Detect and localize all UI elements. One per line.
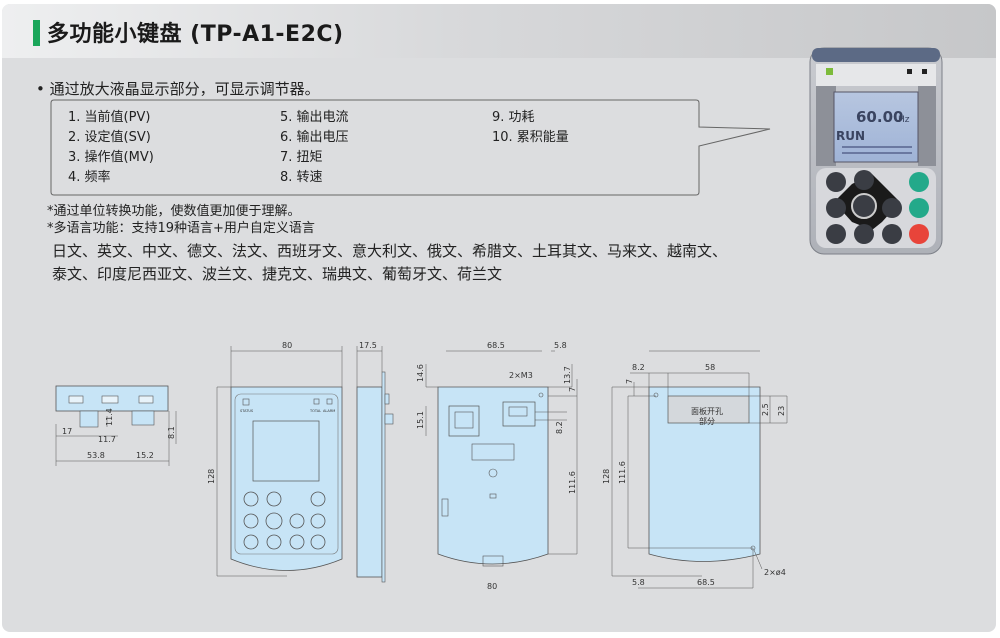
display-items-col2: 5. 输出电流 6. 输出电压 7. 扭矩 8. 转速 [280, 108, 349, 188]
dim-label: 7 [625, 379, 634, 384]
display-item: 3. 操作值(MV) [68, 150, 154, 165]
cutout-label: 部分 [699, 416, 715, 426]
dim-label: 111.6 [568, 471, 577, 494]
display-item: 10. 累积能量 [492, 130, 569, 145]
note-unit-conversion: *通过单位转换功能，使数值更加便于理解。 [47, 204, 301, 219]
key-fwd[interactable] [310, 491, 326, 507]
key-set[interactable] [265, 512, 283, 530]
title-accent-bar [33, 20, 40, 46]
display-item: 8. 转速 [280, 170, 323, 185]
display-item: 5. 输出电流 [280, 110, 349, 125]
cutout-label: 面板开孔 [691, 406, 723, 416]
callout-box [50, 99, 771, 196]
total-label: TOTAL [309, 409, 321, 413]
key-up[interactable] [266, 491, 282, 507]
dim-label: 14.6 [416, 364, 425, 382]
lcd-value: 60.00 [856, 108, 903, 126]
dim-label: 15.1 [416, 411, 425, 429]
key-fwd[interactable] [909, 172, 929, 192]
spec-panel: 多功能小键盘 (TP-A1-E2C) • 通过放大液晶显示部分，可显示调节器。 … [2, 4, 996, 632]
dim-label: 128 [602, 469, 611, 484]
dim-label: 11.7 [98, 435, 116, 444]
display-item: 2. 设定值(SV) [68, 130, 151, 145]
dim-label: 8.1 [167, 426, 176, 439]
dim-label: 5.8 [554, 341, 567, 350]
dimension-drawings: 17 11.7 11.4 8.1 53.8 15.2 STATUS TOTAL … [55, 341, 788, 591]
dim-label: 58 [705, 363, 715, 372]
dim-label: 11.4 [105, 408, 114, 426]
language-list-line1: 日文、英文、中文、德文、法文、西班牙文、意大利文、俄文、希腊文、土耳其文、马来文… [52, 242, 728, 260]
front-view-drawing: STATUS TOTAL ALARM 80 128 [207, 341, 343, 577]
key-stop[interactable] [310, 534, 326, 550]
side-view-drawing: 17.5 [356, 341, 394, 583]
dim-label: 7 [568, 387, 577, 392]
key-prg[interactable] [826, 172, 846, 192]
key-down[interactable] [266, 534, 282, 550]
top-view-drawing: 17 11.7 11.4 8.1 53.8 15.2 [55, 385, 177, 466]
dim-label: 8.2 [555, 421, 564, 434]
dim-width: 80 [282, 341, 292, 350]
status-label: STATUS [240, 409, 254, 413]
display-item: 6. 输出电压 [280, 130, 349, 145]
dim-label: 111.6 [618, 461, 627, 484]
status-led-icon [826, 68, 833, 75]
dim-label: 68.5 [487, 341, 505, 350]
dim-label: 5.8 [632, 578, 645, 587]
screw-label: 2×M3 [509, 371, 533, 380]
key-esc[interactable] [826, 224, 846, 244]
key-esc[interactable] [243, 534, 259, 550]
cutout-view-drawing: 面板开孔 部分 8.2 58 7 2.5 23 128 111.6 5.8 [602, 350, 788, 589]
dim-label: 80 [487, 582, 497, 591]
key-right[interactable] [882, 198, 902, 218]
key-left[interactable] [826, 198, 846, 218]
display-item: 9. 功耗 [492, 110, 535, 125]
key-prg[interactable] [243, 491, 259, 507]
cutout-area [667, 395, 750, 424]
key-set[interactable] [851, 193, 877, 219]
page-title: 多功能小键盘 (TP-A1-E2C) [47, 22, 344, 47]
alarm-label: ALARM [323, 409, 335, 413]
dim-label: 2.5 [761, 403, 770, 416]
note-multilanguage: *多语言功能：支持19种语言+用户自定义语言 [47, 221, 315, 236]
key-right[interactable] [289, 513, 305, 529]
display-item: 4. 频率 [68, 170, 111, 185]
language-list-line2: 泰文、印度尼西亚文、波兰文、捷克文、瑞典文、葡萄牙文、荷兰文 [52, 265, 503, 283]
key-reset[interactable] [882, 224, 902, 244]
section-header: 多功能小键盘 (TP-A1-E2C) [2, 4, 996, 58]
key-reset[interactable] [289, 534, 305, 550]
keypad-photo: 60.00 Hz RUN [809, 47, 943, 255]
key-rev[interactable] [310, 513, 326, 529]
dim-depth: 17.5 [359, 341, 377, 350]
lcd-screen [833, 91, 919, 163]
lcd-unit: Hz [898, 115, 910, 125]
key-rev[interactable] [909, 198, 929, 218]
dim-label: 17 [62, 427, 72, 436]
dim-label: 68.5 [697, 578, 715, 587]
rear-view-drawing: 68.5 5.8 14.6 13.7 7 15.1 8.2 111.6 80 2… [416, 341, 578, 591]
intro-text: • 通过放大液晶显示部分，可显示调节器。 [36, 80, 320, 98]
hole-label: 2×ø4 [764, 568, 786, 577]
display-items-col1: 1. 当前值(PV) 2. 设定值(SV) 3. 操作值(MV) 4. 频率 [68, 108, 154, 188]
display-item: 7. 扭矩 [280, 150, 323, 165]
dim-label: 15.2 [136, 451, 154, 460]
key-stop[interactable] [909, 224, 929, 244]
dim-label: 53.8 [87, 451, 105, 460]
dim-label: 13.7 [563, 366, 572, 384]
lcd-status: RUN [836, 129, 865, 143]
dim-label: 23 [777, 406, 786, 416]
dim-height: 128 [207, 469, 216, 484]
dim-label: 8.2 [632, 363, 645, 372]
display-item: 1. 当前值(PV) [68, 110, 151, 125]
key-left[interactable] [243, 513, 259, 529]
display-items-col3: 9. 功耗 10. 累积能量 [492, 108, 569, 148]
key-down[interactable] [854, 224, 874, 244]
key-up[interactable] [854, 170, 874, 190]
